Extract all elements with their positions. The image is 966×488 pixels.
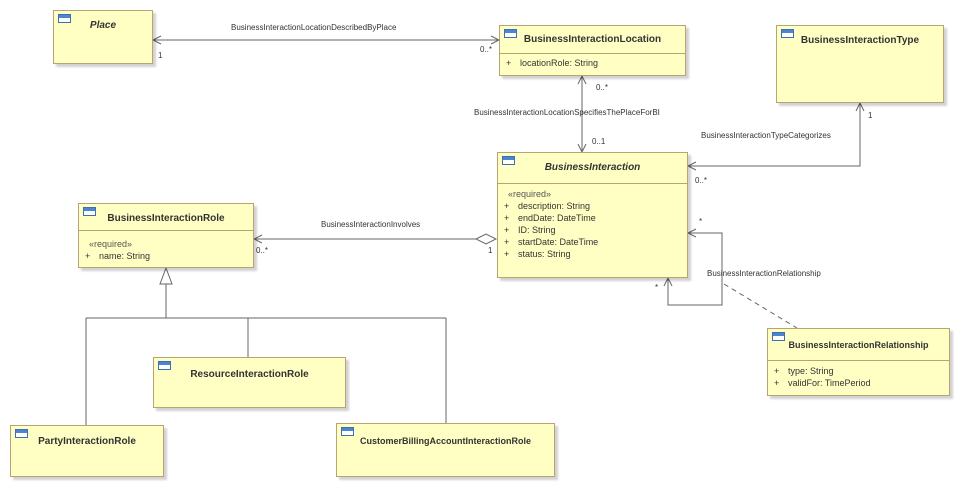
assoc-involves-label: BusinessInteractionInvolves [321,220,421,229]
generalization-triangle [159,266,173,285]
class-stereotype: «required» [508,189,552,199]
class-name: PartyInteractionRole [38,436,136,447]
class-resource-interaction-role[interactable]: ResourceInteractionRole [153,357,346,408]
assoc-involves-mult-b: 1 [488,246,493,255]
class-business-interaction-relationship[interactable]: BusinessInteractionRelationship +type: S… [767,328,950,396]
assoc-specifies-arrow-top [577,74,587,85]
class-business-interaction[interactable]: BusinessInteraction «required» +descript… [497,152,688,278]
assoc-specifies-mult-b: 0..1 [592,137,606,146]
class-separator [498,183,687,184]
class-attribute: +type: String [774,366,834,376]
class-name: BusinessInteractionRole [107,213,225,224]
class-place[interactable]: Place [53,10,153,64]
class-separator [500,53,685,54]
class-separator [768,360,949,361]
class-business-interaction-role[interactable]: BusinessInteractionRole «required» +name… [78,203,254,268]
assoc-described-by-mult-a: 1 [158,51,163,60]
class-name: BusinessInteractionType [800,35,920,46]
class-attribute: +locationRole: String [506,58,599,68]
assoc-relationship-line [667,232,723,306]
class-name: BusinessInteractionRelationship [788,340,929,350]
class-name: BusinessInteractionLocation [523,34,662,45]
assoc-class-dashed-link [723,283,798,329]
assoc-relationship-mult-a: * [699,217,703,226]
class-icon [341,427,354,436]
class-name: BusinessInteraction [544,162,641,173]
assoc-involves-diamond [474,233,498,245]
assoc-described-by-mult-b: 0..* [480,45,493,54]
class-icon [781,29,794,38]
class-customer-billing-account-interaction-role[interactable]: CustomerBillingAccountInteractionRole [336,423,555,477]
class-icon [504,29,517,38]
assoc-relationship-mult-b: * [655,283,659,292]
assoc-described-by-label: BusinessInteractionLocationDescribedByPl… [231,23,397,32]
class-icon [83,207,96,216]
class-attribute: +endDate: DateTime [504,213,596,223]
class-business-interaction-location[interactable]: BusinessInteractionLocation +locationRol… [499,25,686,76]
assoc-type-categorizes-mult-a: 1 [868,111,873,120]
assoc-type-categorizes-line [688,103,861,167]
class-party-interaction-role[interactable]: PartyInteractionRole [10,425,164,477]
class-attribute: +status: String [504,249,571,259]
class-name: CustomerBillingAccountInteractionRole [359,436,531,446]
assoc-specifies-label: BusinessInteractionLocationSpecifiesTheP… [474,108,660,117]
assoc-relationship-arrow-right [686,228,697,238]
assoc-described-by-arrow-left [151,35,162,45]
class-attribute: +validFor: TimePeriod [774,378,871,388]
class-icon [58,14,71,23]
class-attribute: +name: String [85,251,151,261]
class-attribute: +description: String [504,201,591,211]
assoc-type-categorizes-label: BusinessInteractionTypeCategorizes [701,131,831,140]
class-icon [158,361,171,370]
class-attribute: +startDate: DateTime [504,237,599,247]
assoc-type-categorizes-arrow-top [855,101,865,112]
class-business-interaction-type[interactable]: BusinessInteractionType [776,25,944,103]
class-name: ResourceInteractionRole [190,369,309,380]
assoc-relationship-label: BusinessInteractionRelationship [707,269,821,278]
class-icon [502,156,515,165]
class-separator [79,230,253,231]
assoc-type-categorizes-mult-b: 0..* [695,176,708,185]
assoc-specifies-mult-a: 0..* [596,83,609,92]
assoc-relationship-arrow-bottom [663,276,673,287]
class-icon [15,429,28,438]
class-stereotype: «required» [89,239,133,249]
class-name: Place [89,20,117,31]
assoc-type-categorizes-arrow-left [686,161,697,171]
assoc-involves-arrow-left [252,234,263,244]
assoc-involves-mult-a: 0..* [256,246,269,255]
class-attribute: +ID: String [504,225,556,235]
class-icon [772,332,785,341]
